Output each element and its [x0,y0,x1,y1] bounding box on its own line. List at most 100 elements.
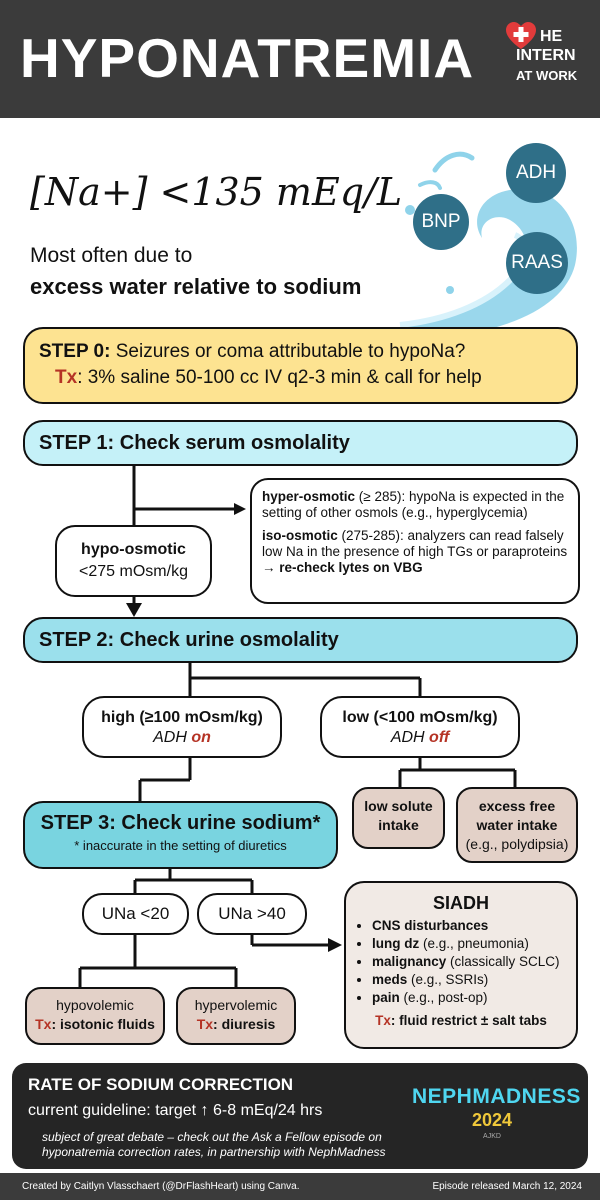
list-item: CNS disturbances [372,917,566,935]
hypovolemic-tx-text: : isotonic fluids [51,1016,155,1032]
nephmadness-logo: NEPHMADNESS 2024 AJKD [412,1085,581,1155]
rate-guideline: current guideline: target ↑ 6-8 mEq/24 h… [28,1100,322,1122]
siadh-causes-list: CNS disturbances lung dz (e.g., pneumoni… [356,917,566,1007]
hormone-circle-bnp: BNP [413,194,469,250]
siadh-tx-label: Tx [375,1013,391,1028]
rate-guideline-value: 6-8 mEq/24 hrs [208,1102,323,1119]
hypo-osmotic-label: hypo-osmotic [81,541,186,558]
step-0-tx-label: Tx [55,367,78,388]
hypervolemic-box: hypervolemic Tx: diuresis [176,987,296,1045]
urine-osm-high-label: high (≥100 mOsm/kg) [101,709,263,726]
hypo-osmotic-range: <275 mOsm/kg [79,563,188,580]
siadh-cause-bold: meds [372,972,408,987]
logo-line-2: INTERN [516,47,576,64]
hyper-osmotic-text: (≥ 285): hypoNa is expected in the setti… [262,489,565,520]
hypervolemic-label: hypervolemic [194,997,278,1013]
siadh-cause-detail: (classically SCLC) [446,954,560,969]
urine-osm-low-box: low (<100 mOsm/kg) ADH off [320,696,520,758]
step-0-treatment: Tx: 3% saline 50-100 cc IV q2-3 min & ca… [39,365,562,391]
low-solute-line-2: intake [378,817,419,833]
hypo-osmotic-box: hypo-osmotic <275 mOsm/kg [55,525,212,597]
adh-on-line: ADH on [84,728,280,748]
nephmadness-word: NEPHMADNESS [412,1085,581,1108]
excess-free-water-box: excess free water intake (e.g., polydips… [456,787,578,863]
iso-osmotic-text: (275-285): analyzers can read falsely lo… [262,528,568,575]
hypovolemic-label: hypovolemic [56,997,134,1013]
step-0-box: STEP 0: Seizures or coma attributable to… [23,327,578,404]
header-banner: HYPONATREMIA HE INTERN AT WORK [0,0,600,118]
iso-osmotic-action: re-check lytes on VBG [279,560,423,575]
footer-bar: Created by Caitlyn Vlasschaert (@DrFlash… [0,1173,600,1200]
nephmadness-year: 2024 [471,1110,513,1130]
hormone-circle-raas: RAAS [506,232,568,294]
adh-off-state: off [429,729,450,746]
rate-of-correction-panel: RATE OF SODIUM CORRECTION current guidel… [12,1063,588,1169]
heart-cross-icon [506,22,536,49]
step-3-box: STEP 3: Check urine sodium* * inaccurate… [23,801,338,869]
low-solute-line-1: low solute [364,798,433,814]
iso-osmotic-note: iso-osmotic (275-285): analyzers can rea… [262,528,568,576]
hypovolemic-tx-label: Tx [35,1016,52,1032]
list-item: malignancy (classically SCLC) [372,953,566,971]
siadh-cause-bold: pain [372,990,400,1005]
logo-line-1: HE [540,28,563,45]
siadh-cause-bold: malignancy [372,954,447,969]
step-0-tx-text: : 3% saline 50-100 cc IV q2-3 min & call… [77,367,482,388]
arrow-up-icon: ↑ [200,1102,209,1119]
adh-label: ADH [390,729,430,746]
siadh-cause-detail: (e.g., pneumonia) [419,936,529,951]
una-high-box: UNa >40 [197,893,307,935]
siadh-title: SIADH [432,893,489,913]
hormone-circle-adh: ADH [506,143,566,203]
adh-on-state: on [191,729,211,746]
list-item: pain (e.g., post-op) [372,989,566,1007]
una-low-box: UNa <20 [82,893,189,935]
siadh-cause-detail: (e.g., SSRIs) [407,972,489,987]
list-item: meds (e.g., SSRIs) [372,971,566,989]
siadh-box: SIADH CNS disturbances lung dz (e.g., pn… [344,881,578,1049]
siadh-tx-text: : fluid restrict ± salt tabs [390,1013,547,1028]
hypervolemic-treatment: Tx: diuresis [178,1015,294,1034]
step-0-text: Seizures or coma attributable to hypoNa? [110,341,466,362]
siadh-cause-bold: lung dz [372,936,420,951]
adh-off-line: ADH off [322,728,518,748]
footer-credit: Created by Caitlyn Vlasschaert (@DrFlash… [22,1181,300,1192]
hypervolemic-tx-label: Tx [196,1016,214,1032]
step-3-title: STEP 3: Check urine sodium* [40,812,321,834]
siadh-treatment: Tx: fluid restrict ± salt tabs [356,1011,566,1031]
low-solute-intake-box: low solute intake [352,787,445,849]
list-item: lung dz (e.g., pneumonia) [372,935,566,953]
rate-guideline-prefix: current guideline: target [28,1102,201,1119]
intern-at-work-logo: HE INTERN AT WORK [506,22,590,94]
step-0-label: STEP 0: [39,341,111,362]
rate-title: RATE OF SODIUM CORRECTION [28,1075,294,1094]
siadh-cause-bold: CNS disturbances [372,918,489,933]
hyper-osmotic-label: hyper-osmotic [262,489,356,504]
sodium-threshold-formula: [Na+] <135 mEq/L [30,170,403,214]
excess-water-line-2: water intake [476,817,558,833]
step-2-box: STEP 2: Check urine osmolality [23,617,578,663]
excess-water-example: (e.g., polydipsia) [465,836,569,852]
step-1-box: STEP 1: Check serum osmolality [23,420,578,466]
logo-line-3: AT WORK [516,68,578,83]
nephmadness-sponsors: AJKD [483,1133,501,1140]
page-title: HYPONATREMIA [20,27,475,89]
hyper-osmotic-note: hyper-osmotic (≥ 285): hypoNa is expecte… [262,489,568,521]
iso-osmotic-label: iso-osmotic [262,528,338,543]
intro-line-2: excess water relative to sodium [30,274,362,299]
intro-line-1: Most often due to [30,244,193,267]
hypervolemic-tx-text: : diuresis [213,1016,276,1032]
hypovolemic-treatment: Tx: isotonic fluids [27,1015,163,1034]
excess-water-line-1: excess free [478,798,556,814]
hypovolemic-box: hypovolemic Tx: isotonic fluids [25,987,165,1045]
step-0-question: STEP 0: Seizures or coma attributable to… [39,339,562,365]
urine-osm-low-label: low (<100 mOsm/kg) [342,709,498,726]
hyper-iso-osmotic-box: hyper-osmotic (≥ 285): hypoNa is expecte… [250,478,580,604]
urine-osm-high-box: high (≥100 mOsm/kg) ADH on [82,696,282,758]
step-3-note: * inaccurate in the setting of diuretics [74,838,287,853]
siadh-cause-detail: (e.g., post-op) [399,990,488,1005]
footer-release-date: Episode released March 12, 2024 [432,1181,582,1192]
rate-note: subject of great debate – check out the … [42,1130,386,1159]
adh-label: ADH [153,729,192,746]
